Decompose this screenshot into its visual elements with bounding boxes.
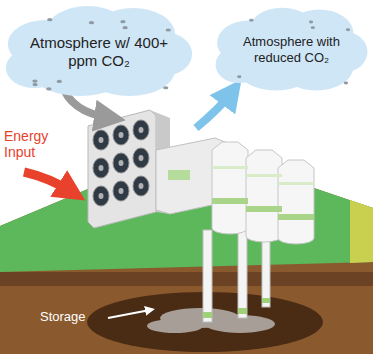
fan-hub xyxy=(139,127,144,133)
soil-edge xyxy=(0,272,373,286)
soil xyxy=(0,282,373,354)
fans xyxy=(93,120,149,206)
energy-label: Energy Input xyxy=(4,128,64,160)
block-band xyxy=(168,170,190,180)
fan xyxy=(113,125,129,145)
fan xyxy=(93,158,109,178)
grass-edge xyxy=(350,200,373,263)
fan-unit xyxy=(88,110,156,228)
fan xyxy=(93,130,109,150)
fan-hub xyxy=(99,193,104,199)
fan-hub xyxy=(99,165,104,171)
cloud-label: Atmosphere w/ 400+ ppm CO₂ xyxy=(29,34,169,70)
cloud: Atmosphere with reduced CO₂ xyxy=(214,4,369,96)
storage-label: Storage xyxy=(40,310,86,325)
fan-hub xyxy=(119,160,124,166)
energy-arrow xyxy=(24,172,72,192)
fan xyxy=(113,181,129,201)
fan xyxy=(133,176,149,196)
fan xyxy=(133,120,149,140)
cloud-label: Atmosphere with reduced CO₂ xyxy=(237,34,347,65)
fan-hub xyxy=(139,155,144,161)
injection-pipes xyxy=(203,230,270,322)
fan-hub xyxy=(119,188,124,194)
outflow-arrow xyxy=(196,92,232,128)
pipe-bands xyxy=(203,298,270,318)
fan xyxy=(113,153,129,173)
tanks xyxy=(212,142,314,244)
fan xyxy=(133,148,149,168)
cloud: Atmosphere w/ 400+ ppm CO₂ xyxy=(4,2,194,102)
fan-hub xyxy=(139,183,144,189)
fan-hub xyxy=(119,132,124,138)
fan-hub xyxy=(99,137,104,143)
storage-leader xyxy=(108,310,150,318)
fan xyxy=(93,186,109,206)
